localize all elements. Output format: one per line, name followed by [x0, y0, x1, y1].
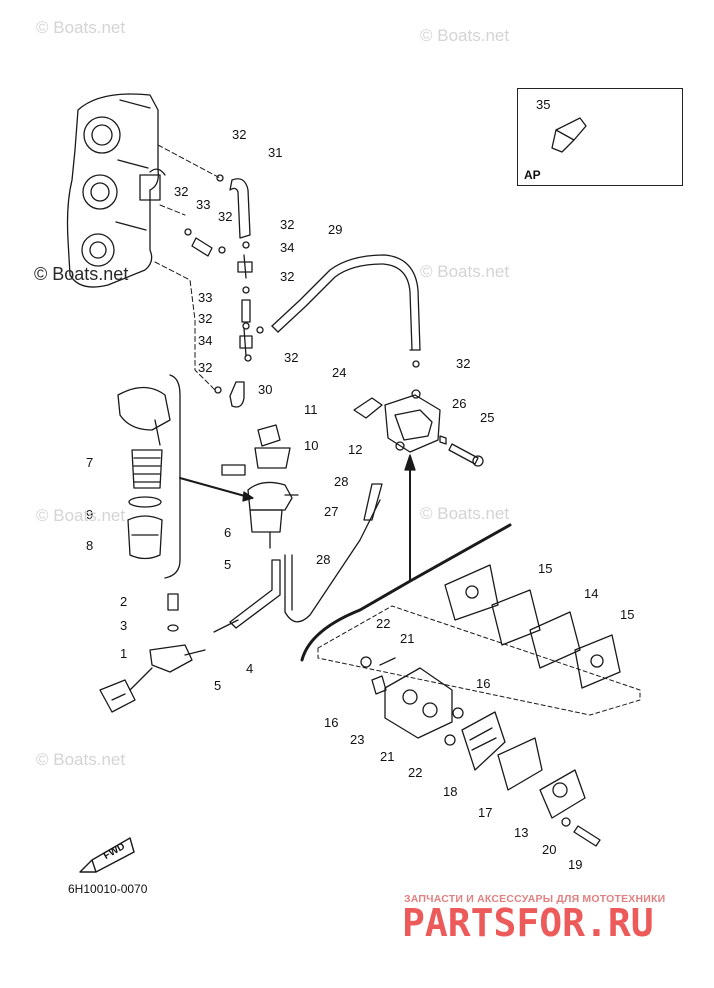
callout-label: 28: [334, 474, 349, 489]
callout-label: 25: [480, 410, 495, 425]
callout-label: 10: [304, 438, 319, 453]
watermark: © Boats.net: [34, 264, 129, 284]
callout-label: 34: [198, 333, 213, 348]
brand-tagline: ЗАПЧАСТИ И АКСЕССУАРЫ ДЛЯ МОТОТЕХНИКИ: [404, 893, 666, 905]
callout-label: 3: [120, 618, 128, 633]
callout-label: 5: [214, 678, 222, 693]
callout-label: 32: [280, 269, 295, 284]
watermark: © Boats.net: [420, 26, 510, 45]
callout-label: 32: [218, 209, 233, 224]
callout-label: 16: [476, 676, 491, 691]
callout-label: 14: [584, 586, 599, 601]
callout-label: 28: [316, 552, 331, 567]
callout-label: 19: [568, 857, 583, 872]
callout-label: 21: [400, 631, 415, 646]
drawing-code: 6H10010-0070: [68, 882, 148, 896]
engine-block: [66, 93, 166, 288]
watermark: © Boats.net: [36, 750, 126, 769]
callout-label: 20: [542, 842, 557, 857]
callout-label: 35: [536, 97, 551, 112]
brand-logo: PARTSFOR.RU: [402, 901, 654, 945]
callout-label: 33: [196, 197, 211, 212]
callout-label: 9: [86, 507, 94, 522]
fuel-filter: [247, 481, 299, 549]
callout-label: 17: [478, 805, 493, 820]
inset-box: [517, 88, 683, 186]
callout-label: 8: [86, 538, 94, 553]
callout-label: 32: [284, 350, 299, 365]
callout-label: 33: [198, 290, 213, 305]
callout-label: 32: [280, 217, 295, 232]
callout-label: 24: [332, 365, 347, 380]
callout-label: 16: [324, 715, 339, 730]
callout-label: 11: [304, 402, 318, 417]
callout-label: 18: [443, 784, 458, 799]
callout-label: 27: [324, 504, 339, 519]
callout-label: 34: [280, 240, 295, 255]
callout-label: 1: [120, 646, 128, 661]
callout-label: 32: [456, 356, 471, 371]
watermark: © Boats.net: [420, 262, 510, 281]
callout-label: 26: [452, 396, 467, 411]
callout-label: 6: [224, 525, 232, 540]
callout-label: 12: [348, 442, 363, 457]
callout-label: 5: [224, 557, 232, 572]
callout-label: 32: [198, 311, 213, 326]
callout-label: 31: [268, 145, 283, 160]
callout-label: 4: [246, 661, 254, 676]
callout-label: 2: [120, 594, 128, 609]
callout-label: 23: [350, 732, 365, 747]
watermark: © Boats.net: [36, 506, 126, 525]
fuel-pump: [353, 389, 484, 467]
callout-label: 32: [174, 184, 189, 199]
watermark: © Boats.net: [420, 504, 510, 523]
callout-label: 32: [198, 360, 213, 375]
callout-label: 30: [258, 382, 273, 397]
watermark: © Boats.net: [36, 18, 126, 37]
callout-label: 15: [538, 561, 553, 576]
callout-label: 32: [232, 127, 247, 142]
callout-label: 13: [514, 825, 529, 840]
callout-label: 15: [620, 607, 635, 622]
callout-label: 7: [86, 455, 94, 470]
callout-label: 22: [376, 616, 391, 631]
callout-label: 29: [328, 222, 343, 237]
inset-label: AP: [524, 168, 541, 182]
callout-label: 22: [408, 765, 423, 780]
callout-label: 21: [380, 749, 395, 764]
